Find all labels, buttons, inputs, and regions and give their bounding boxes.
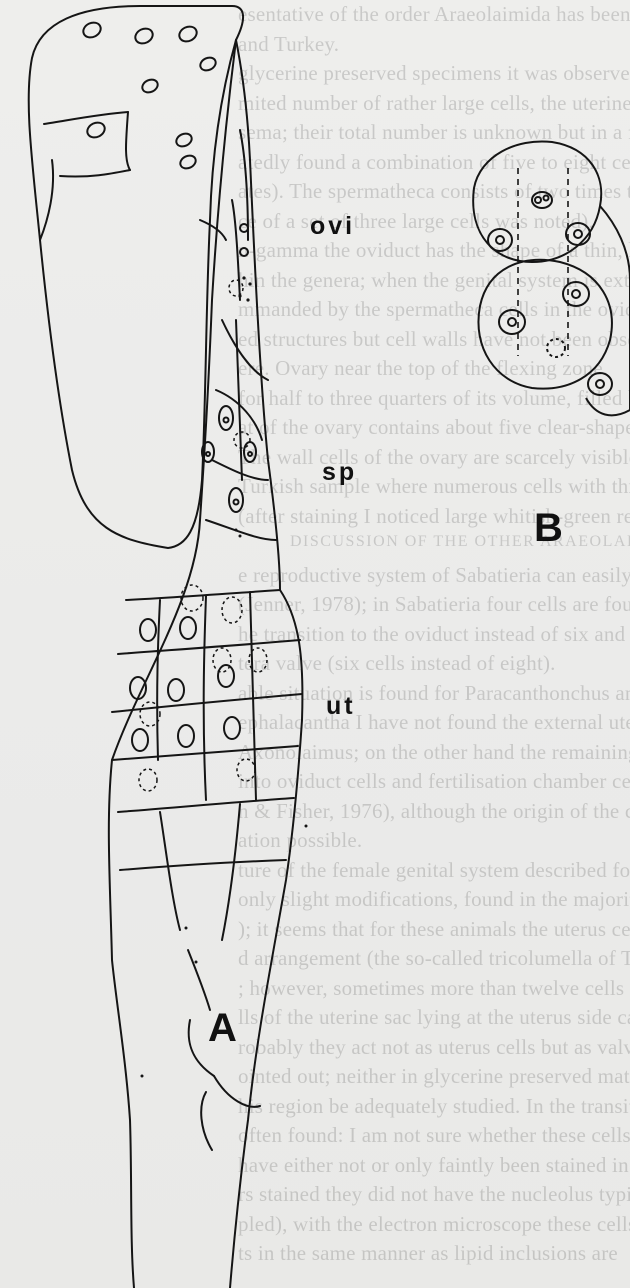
ovary-inner-line <box>60 170 130 177</box>
dotted-nucleus <box>222 597 242 623</box>
dotted-nucleus <box>234 432 250 448</box>
uterus-nucleus <box>180 617 196 639</box>
spermatheca-boundary <box>212 460 268 480</box>
uterus-nucleus <box>224 717 240 739</box>
uterus-nucleus <box>178 725 194 747</box>
ovary-inner-line <box>40 160 53 240</box>
panel-b-cell-right <box>586 206 630 415</box>
oviduct-cell-line <box>232 200 240 300</box>
label-panel-b: B <box>534 506 563 551</box>
spermatheca-nucleolus <box>224 418 229 423</box>
oocyte-nucleus <box>133 26 155 46</box>
oocyte-nucleus <box>178 153 198 171</box>
uterus-nucleus <box>140 619 156 641</box>
ovary-inner-line <box>44 112 128 124</box>
panel-b-nucleus <box>588 373 612 395</box>
panel-b-nucleus <box>499 310 525 334</box>
uterus-cell-line <box>118 640 300 654</box>
oocyte-nucleus <box>177 24 199 44</box>
label-uterus: ut <box>326 692 356 721</box>
oocyte-nucleus <box>174 131 194 149</box>
dotted-nucleus <box>213 648 231 672</box>
uterus-nucleus <box>132 729 148 751</box>
oocyte-nucleus <box>85 120 107 140</box>
oviduct-nucleus <box>240 224 248 232</box>
ovary-outline <box>29 6 243 548</box>
vagina-line <box>201 1092 212 1150</box>
panel-b-nucleus <box>547 339 565 357</box>
spermatheca-nucleolus <box>234 500 239 505</box>
ovary-inner-line <box>126 112 130 170</box>
uterus-cell-line <box>157 600 160 760</box>
uterus-nucleus <box>218 665 234 687</box>
spermatheca-boundary <box>236 320 242 480</box>
label-panel-a: A <box>208 1006 237 1051</box>
label-oviduct: ovi <box>310 212 355 241</box>
oocyte-nucleus <box>140 77 160 95</box>
spermatheca-nucleolus <box>206 452 210 456</box>
uterus-cell-line <box>160 812 180 930</box>
uterus-cell-line <box>204 596 206 800</box>
label-spermatheca: sp <box>322 458 357 487</box>
panel-b-nucleus <box>563 282 589 306</box>
panel-b-diagram <box>473 141 630 415</box>
dotted-nucleus <box>181 585 203 611</box>
vagina-line <box>188 950 210 1010</box>
dotted-nucleus <box>237 759 255 781</box>
oviduct-nucleus <box>240 248 248 256</box>
uterus-cell-line <box>112 694 302 712</box>
oocyte-nucleus <box>198 55 218 73</box>
uterus-cell-line <box>120 860 286 870</box>
dotted-nucleus <box>139 769 157 791</box>
stipple-dots <box>141 276 308 1077</box>
panel-b-nucleus <box>566 223 590 245</box>
uterus-nucleus <box>168 679 184 701</box>
dotted-nucleus <box>229 280 243 296</box>
genital-tube-left <box>109 40 236 1288</box>
panel-b-nucleus <box>488 229 512 251</box>
oocyte-nucleus <box>81 20 103 40</box>
spermatheca-nucleolus <box>248 452 252 456</box>
ovary-inner-line <box>200 220 226 240</box>
uterus-cell-line <box>222 804 240 940</box>
